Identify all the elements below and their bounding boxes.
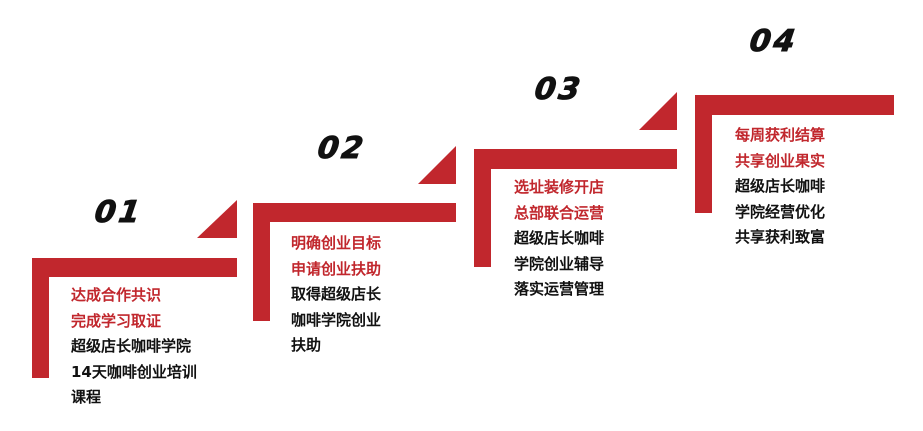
step-1-text: 达成合作共识 完成学习取证 超级店长咖啡学院 14天咖啡创业培训 课程: [71, 283, 197, 411]
step-2-line-1: 取得超级店长: [291, 285, 382, 303]
step-3-line-3: 落实运营管理: [514, 280, 605, 298]
step-2-shape: [253, 146, 456, 321]
step-4-top-bar: [695, 95, 894, 115]
step-1-side-bar: [32, 258, 49, 378]
step-4-line-1: 超级店长咖啡: [735, 177, 826, 195]
step-4-line-3: 共享获利致富: [735, 228, 826, 246]
step-4-number: 04: [747, 24, 801, 60]
step-1-top-bar: [32, 258, 237, 277]
step-4-highlight-2: 共享创业果实: [735, 151, 826, 170]
step-2-number: 02: [315, 131, 369, 167]
step-2-text: 明确创业目标 申请创业扶助 取得超级店长 咖啡学院创业 扶助: [291, 231, 381, 359]
step-3-line-2: 学院创业辅导: [514, 254, 605, 273]
step-2-line-3: 扶助: [291, 336, 322, 354]
step-2-side-bar: [253, 203, 270, 321]
step-1-corner-triangle: [197, 200, 237, 238]
step-4-side-bar: [695, 95, 712, 213]
step-3-line-1: 超级店长咖啡: [514, 229, 605, 247]
step-3-number: 03: [532, 72, 586, 108]
step-2-line-2: 咖啡学院创业: [291, 310, 382, 329]
step-3-highlight-1: 选址装修开店: [514, 178, 605, 196]
step-4-shape: [695, 95, 894, 213]
step-1-line-1: 超级店长咖啡学院: [71, 337, 192, 355]
step-2-highlight-2: 申请创业扶助: [291, 259, 382, 278]
step-2-corner-triangle: [418, 146, 456, 184]
step-1-number: 01: [92, 195, 146, 231]
step-1-highlight-1: 达成合作共识: [71, 286, 162, 304]
step-1-shape: [32, 200, 237, 378]
step-4-highlight-1: 每周获利结算: [735, 126, 826, 144]
step-3-corner-triangle: [639, 92, 677, 130]
step-3-shape: [474, 92, 677, 267]
step-2-highlight-1: 明确创业目标: [291, 234, 382, 252]
step-3-side-bar: [474, 149, 491, 267]
step-4-line-2: 学院经营优化: [735, 202, 826, 221]
step-4-text: 每周获利结算 共享创业果实 超级店长咖啡 学院经营优化 共享获利致富: [735, 123, 825, 251]
step-3-text: 选址装修开店 总部联合运营 超级店长咖啡 学院创业辅导 落实运营管理: [514, 175, 604, 303]
step-2-top-bar: [253, 203, 456, 222]
step-3-highlight-2: 总部联合运营: [514, 203, 605, 222]
step-1-line-3: 课程: [71, 388, 102, 406]
step-1-line-2: 14天咖啡创业培训: [71, 362, 197, 381]
step-3-top-bar: [474, 149, 677, 169]
step-1-highlight-2: 完成学习取证: [71, 311, 162, 330]
